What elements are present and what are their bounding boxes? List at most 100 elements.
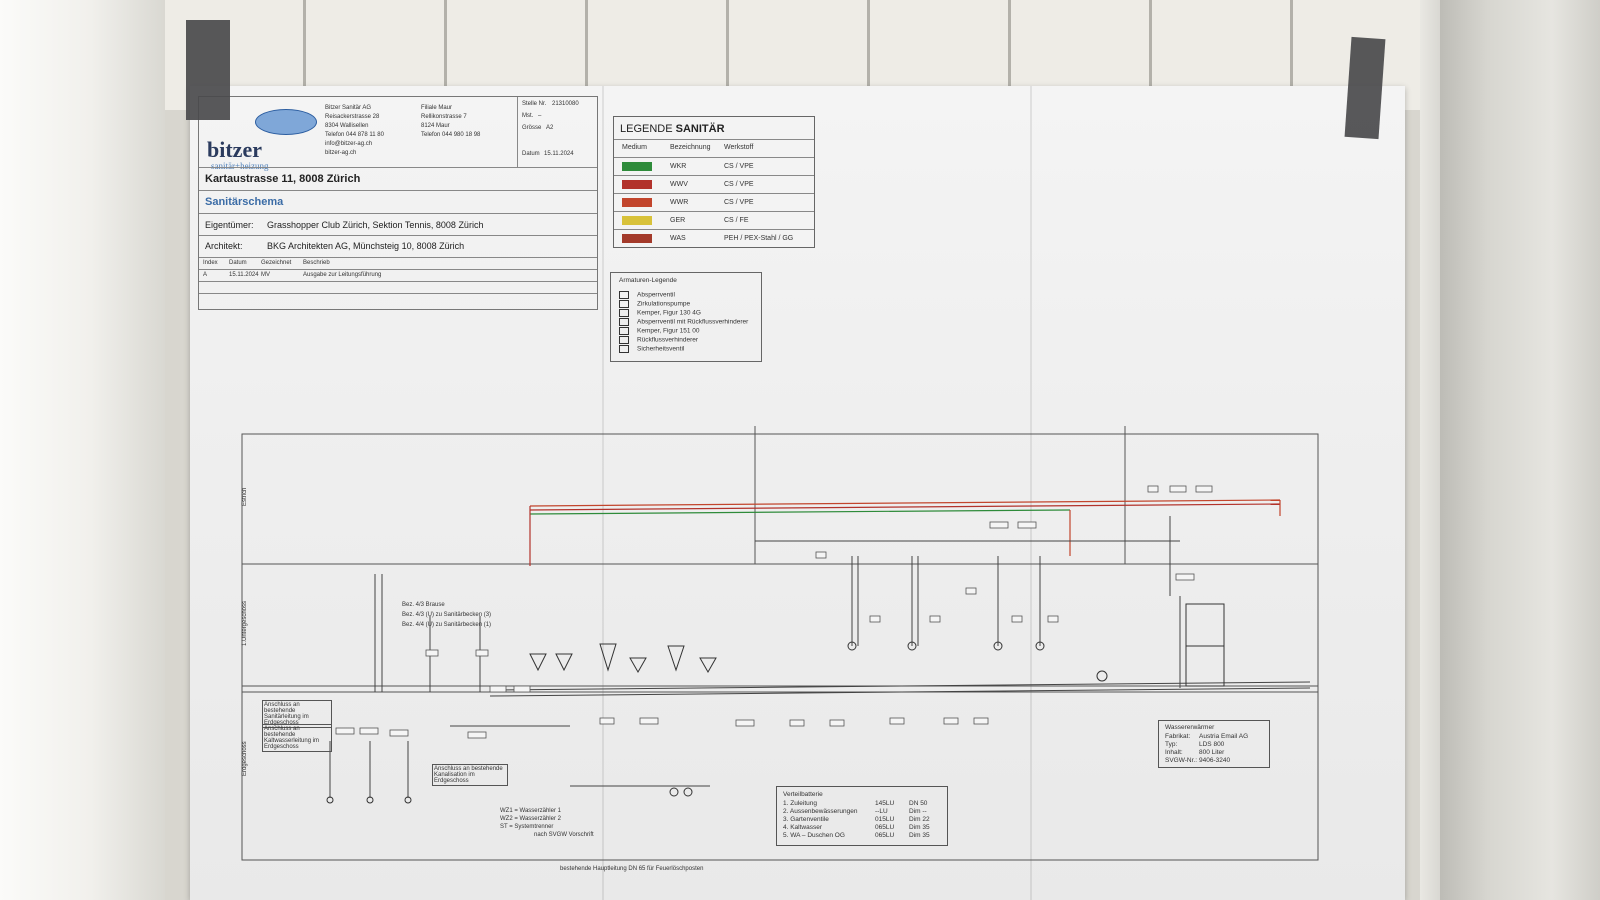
rev-header-drawn: Gezeichnet (261, 260, 292, 266)
heater-fab: Austria Email AG (1199, 733, 1249, 740)
label-tag (989, 521, 1009, 529)
fixture-icon (529, 653, 547, 672)
label-tag (599, 717, 615, 725)
legend-header-material: Werkstoff (724, 144, 754, 151)
size-value: A2 (546, 125, 554, 131)
legend-title-b: SANITÄR (675, 123, 725, 135)
fitting-icon (619, 345, 629, 353)
label-tag (1011, 615, 1023, 623)
company-logo-badge (255, 109, 317, 135)
branch-city: 8124 Maur (421, 123, 450, 129)
fold-line (1030, 86, 1032, 900)
fixture-icon (599, 643, 617, 672)
legend-swatch (622, 216, 652, 225)
divider (199, 190, 597, 191)
verteil-item: 5. WA – Duschen OG (783, 832, 845, 839)
branch-street: Rellikonstrasse 7 (421, 114, 467, 120)
label-tag (489, 685, 507, 693)
heater-typ-label: Typ: (1165, 741, 1178, 748)
wkr-pipe (529, 509, 1071, 515)
note-connection-b: Anschluss an bestehende Kaltwasserleitun… (262, 724, 332, 752)
mst-value: – (538, 113, 542, 119)
verteil-item: 2. Aussenbewässerungen (783, 808, 858, 815)
wall-right (1440, 0, 1600, 900)
heater-svgw: 9406-3240 (1199, 757, 1231, 764)
rev-index: A (203, 272, 208, 278)
rev-drawn: MV (261, 272, 270, 278)
label-tag (943, 717, 959, 725)
armaturen-item-label: Rückflussverhinderer (637, 336, 699, 344)
bottom-note: bestehende Hauptleitung DN 65 für Feuerl… (560, 866, 704, 872)
armaturen-item-label: Sicherheitsventil (637, 345, 685, 353)
legend-title-a: LEGENDE (620, 123, 673, 135)
armaturen-item: Rückflussverhinderer (619, 336, 698, 344)
divider (199, 213, 597, 214)
label-tag (475, 649, 489, 657)
heater-svgw-label: SVGW-Nr.: (1165, 757, 1198, 764)
rev-header-date: Datum (229, 260, 247, 266)
legend-title: LEGENDE SANITÄR (620, 123, 725, 135)
title-block: bitzer sanitär+heizung Bitzer Sanitär AG… (198, 96, 598, 310)
rev-desc: Ausgabe zur Leitungsführung (303, 272, 382, 278)
divider (199, 257, 597, 258)
verteil-load: 065LU (875, 832, 895, 839)
label-tag (359, 727, 379, 735)
rev-header-index: Index (203, 260, 218, 266)
floor-label-eg: Erdgeschoss (242, 741, 248, 776)
meter-note: nach SVGW Vorschrift (534, 832, 594, 838)
legend-medium-name: WKR (670, 163, 687, 170)
armaturen-item: Absperrventil mit Rückflussverhinderer (619, 318, 748, 326)
verteil-load: --LU (875, 808, 888, 815)
heater-title: Wassererwärmer (1165, 724, 1215, 731)
armaturen-item-label: Absperrventil (637, 291, 675, 299)
legend-material: CS / VPE (724, 181, 754, 188)
branch-name: Filiale Maur (421, 105, 453, 111)
valve-icon (847, 641, 857, 651)
divider (199, 235, 597, 236)
distribution-line (489, 681, 1311, 691)
verteil-dim: Dim 35 (909, 832, 930, 839)
divider (199, 281, 597, 282)
legend-swatch (622, 162, 652, 171)
legend-header-medium: Medium (622, 144, 647, 151)
armaturen-item: Sicherheitsventil (619, 345, 684, 353)
legend-header-row: Medium Bezeichnung Werkstoff (614, 139, 814, 158)
fitting-icon (619, 309, 629, 317)
verteil-item: 1. Zuleitung (783, 800, 817, 807)
pump-icon (1096, 670, 1108, 682)
sanitary-schematic-poster: bitzer sanitär+heizung Bitzer Sanitär AG… (190, 86, 1405, 900)
label-tag (1169, 485, 1187, 493)
company-phone: Telefon 044 878 11 80 (325, 132, 384, 138)
verteil-item: 3. Gartenventile (783, 816, 829, 823)
fitting-icon (619, 336, 629, 344)
valve-icon (326, 796, 334, 804)
armaturen-item-label: Kemper, Figur 130 4G (637, 309, 701, 317)
wwv-pipe (529, 503, 1281, 511)
plan-type: Sanitärschema (205, 196, 284, 208)
label-tag (1147, 485, 1159, 493)
note-connection-c: Anschluss an bestehende Kanalisation im … (432, 764, 508, 786)
schematic-frame (241, 433, 1319, 861)
heater-inh-label: Inhalt: (1165, 749, 1183, 756)
water-heater-info: Wassererwärmer Fabrikat: Austria Email A… (1158, 720, 1270, 768)
legend-medium-name: WWR (670, 199, 689, 206)
armaturen-item-label: Absperrventil mit Rückflussverhinderer (637, 318, 749, 326)
meter-1: WZ1 = Wasserzähler 1 (500, 808, 561, 814)
branch-phone: Telefon 044 980 18 98 (421, 132, 481, 138)
label-tag (639, 717, 659, 725)
verteil-dim: Dim 35 (909, 824, 930, 831)
pump-icon (669, 787, 679, 797)
legend-material: PEH / PEX-Stahl / GG (724, 235, 794, 242)
label-tag (929, 615, 941, 623)
fitting-icon (619, 291, 629, 299)
size-label: Grösse (522, 125, 542, 131)
rev-header-desc: Beschrieb (303, 260, 330, 266)
label-tag (965, 587, 977, 595)
architect-label: Architekt: (205, 241, 243, 251)
fitting-icon (619, 300, 629, 308)
label-tag (389, 729, 409, 737)
